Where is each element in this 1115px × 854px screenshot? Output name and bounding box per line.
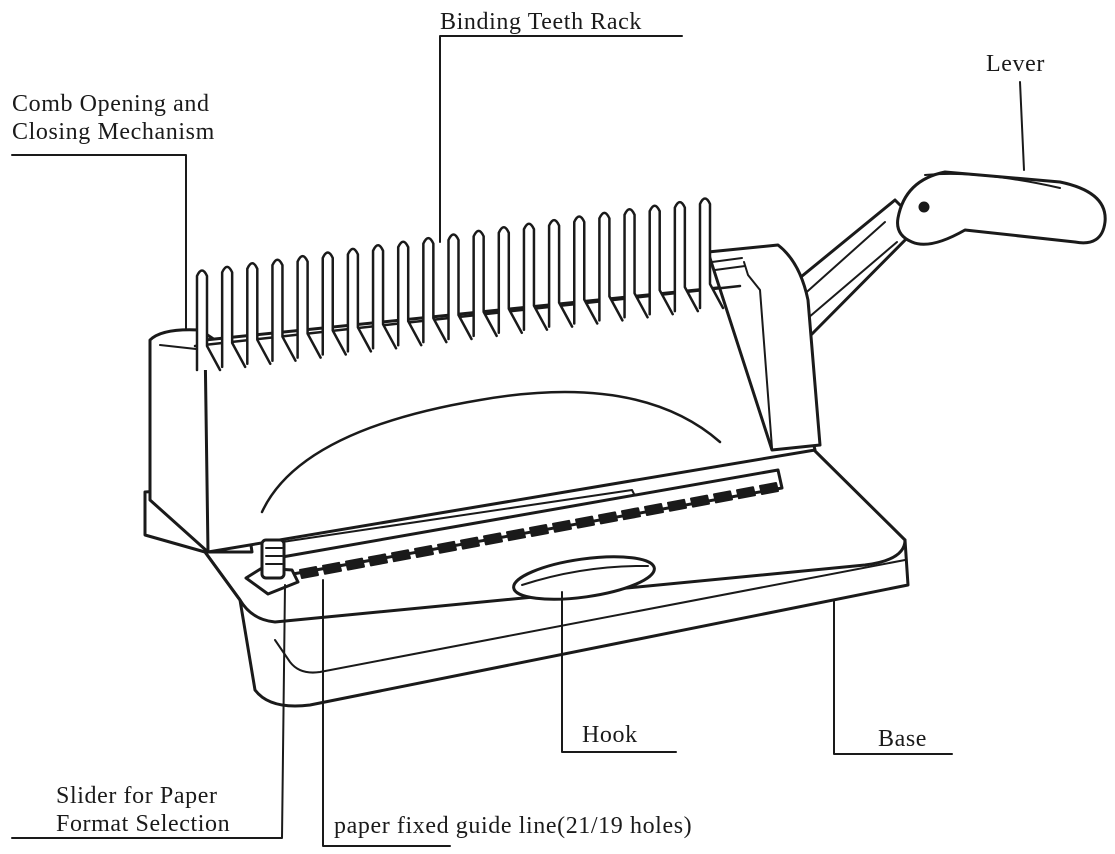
guide-hole-mark: [598, 511, 618, 525]
hook: [512, 555, 656, 601]
label-slider: Slider for Paper Format Selection: [56, 782, 230, 838]
guide-hole-mark: [414, 545, 434, 558]
binding-tooth: [698, 197, 725, 310]
label-comb-line2: Closing Mechanism: [12, 119, 215, 145]
guide-hole-mark: [391, 549, 411, 563]
guide-hole-mark: [644, 503, 664, 516]
guide-hole-mark: [529, 524, 549, 537]
binding-tooth: [246, 262, 272, 366]
guide-hole-mark: [690, 494, 710, 508]
binding-tooth: [321, 251, 347, 356]
guide-hole-mark: [368, 553, 388, 567]
guide-hole-mark: [345, 557, 365, 571]
guide-hole-mark: [506, 528, 526, 542]
label-comb-line1: Comb Opening and: [12, 91, 210, 117]
label-base: Base: [878, 726, 928, 752]
label-guide-line: paper fixed guide line(21/19 holes): [334, 813, 693, 839]
guide-hole-mark: [759, 482, 779, 495]
lever-handle: [896, 170, 1107, 246]
label-hook: Hook: [582, 722, 638, 748]
format-slider: [244, 538, 300, 596]
binding-tooth: [346, 247, 373, 353]
guide-hole-marks: [299, 482, 779, 579]
guide-hole-mark: [460, 536, 480, 550]
binding-tooth: [195, 269, 222, 372]
binding-tooth: [396, 240, 423, 347]
binding-teeth: [195, 197, 725, 372]
binding-tooth: [371, 244, 398, 350]
right-housing: [706, 243, 822, 452]
binding-tooth: [422, 236, 448, 344]
binding-tooth: [573, 215, 599, 325]
leader-comb: [11, 154, 187, 331]
binding-tooth: [472, 229, 498, 338]
guide-hole-mark: [437, 540, 457, 554]
binding-tooth: [522, 222, 549, 331]
binding-tooth: [673, 200, 700, 313]
binding-tooth: [648, 204, 674, 316]
guide-hole-mark: [483, 532, 503, 546]
binding-tooth: [296, 254, 322, 359]
label-slider-line1: Slider for Paper: [56, 783, 218, 809]
guide-hole-mark: [713, 490, 733, 504]
guide-hole-mark: [575, 515, 595, 529]
label-lever: Lever: [986, 51, 1045, 77]
binding-tooth: [271, 258, 297, 362]
binding-tooth: [220, 265, 247, 369]
guide-hole-mark: [552, 519, 572, 533]
leader-lines: [11, 35, 1025, 847]
binding-tooth: [623, 208, 649, 319]
label-comb-mechanism: Comb Opening and Closing Mechanism: [12, 90, 215, 146]
leader-slider: [11, 584, 286, 839]
label-binding-teeth-rack: Binding Teeth Rack: [440, 9, 642, 35]
guide-hole-mark: [299, 566, 319, 579]
guide-hole-mark: [621, 507, 641, 521]
leader-lever: [1019, 81, 1025, 171]
binding-tooth: [547, 218, 574, 328]
binding-tooth: [497, 226, 524, 335]
label-slider-line2: Format Selection: [56, 811, 231, 837]
binding-tooth: [598, 211, 624, 322]
leader-teeth: [439, 35, 683, 243]
binding-tooth: [447, 233, 473, 341]
guide-hole-mark: [667, 498, 687, 512]
leader-hook: [561, 591, 677, 753]
leader-base: [833, 599, 953, 755]
guide-hole-mark: [736, 486, 756, 500]
leader-guide: [322, 579, 451, 847]
guide-hole-mark: [322, 561, 342, 575]
